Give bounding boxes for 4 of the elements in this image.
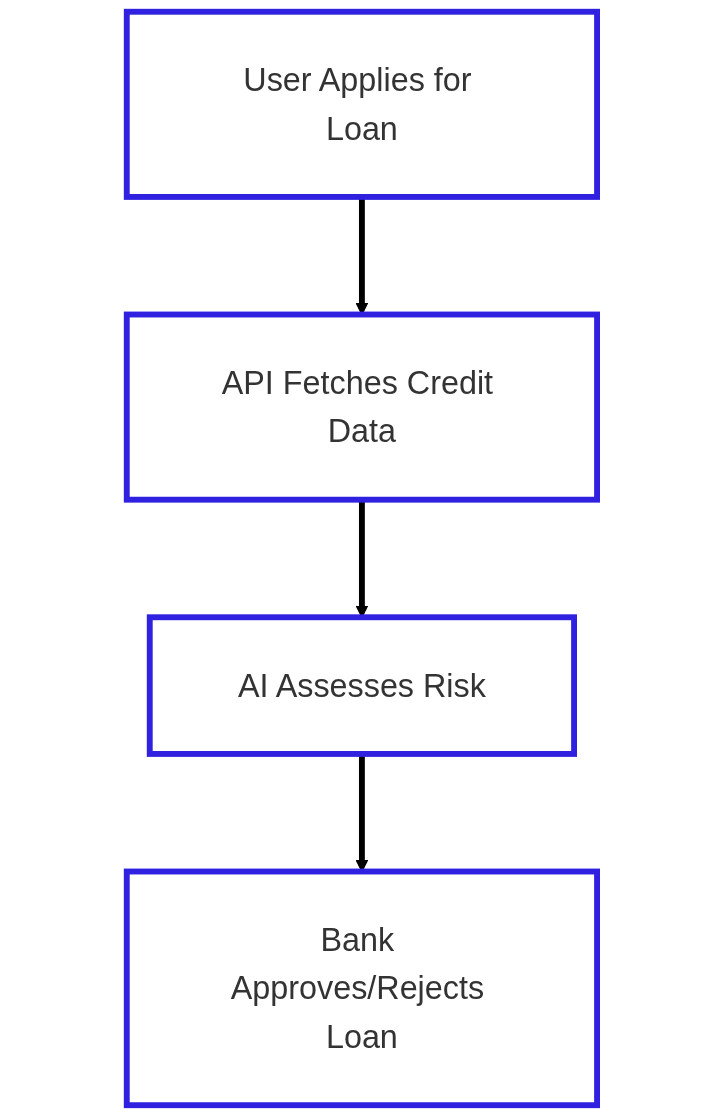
node-box: API Fetches Credit Data — [123, 311, 600, 503]
node-box: Bank Approves/Rejects Loan — [123, 868, 600, 1109]
node-box: User Applies for Loan — [123, 8, 600, 200]
node-box: AI Assesses Risk — [146, 614, 577, 757]
